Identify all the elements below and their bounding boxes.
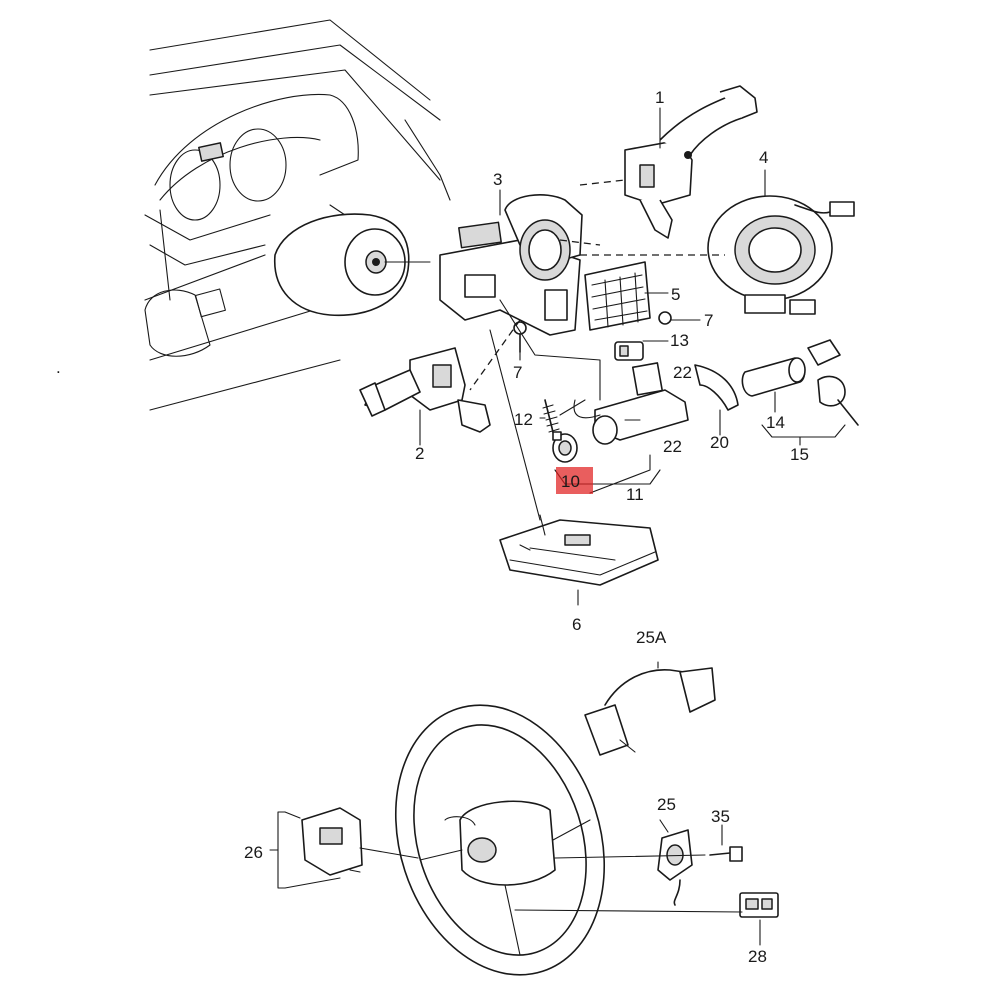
- label-15: 15: [790, 445, 809, 464]
- part-7-screw-b: [658, 311, 701, 325]
- part-35-screw: [709, 846, 743, 862]
- label-6: 6: [572, 615, 581, 634]
- label-1: 1: [655, 88, 664, 107]
- steering-wheel: [394, 704, 606, 976]
- label-13: 13: [670, 331, 689, 350]
- label-4: 4: [759, 148, 768, 167]
- part-25a-multifunction-buttons: [584, 667, 716, 756]
- part-1-wiper-switch: [624, 85, 758, 239]
- label-26: 26: [244, 843, 263, 862]
- steering-hub: [274, 213, 410, 317]
- part-15-keys: [807, 339, 859, 426]
- label-22-lower: 22: [663, 437, 682, 456]
- part-26-switch-panel: [301, 807, 363, 876]
- label-28: 28: [748, 947, 767, 966]
- label-7-right: 7: [704, 311, 713, 330]
- label-7-left: 7: [513, 363, 522, 382]
- part-7-screw-a: [513, 321, 527, 361]
- label-2: 2: [415, 444, 424, 463]
- label-25a: 25A: [636, 628, 667, 647]
- label-12: 12: [514, 410, 533, 429]
- stray-mark: .: [56, 358, 61, 377]
- part-13-connector: [614, 340, 669, 361]
- dashboard-outline: [144, 19, 451, 411]
- label-22-upper: 22: [673, 363, 692, 382]
- part-3-switch-housing: [439, 194, 583, 336]
- part-28-switch: [739, 892, 779, 918]
- part-20-bracket: [694, 364, 739, 436]
- part-25-button-module: [657, 829, 693, 906]
- label-10: 10: [561, 472, 580, 491]
- part-6-control-unit: [499, 514, 659, 606]
- label-5: 5: [671, 285, 680, 304]
- label-11: 11: [626, 485, 644, 504]
- label-25: 25: [657, 795, 676, 814]
- part-labels: 1 4 3 5 7 13 7 22 12 14 20 22 2 15 10 11…: [56, 88, 809, 966]
- part-5-module: [584, 261, 669, 331]
- label-20: 20: [710, 433, 729, 452]
- part-11-ignition-assembly: [573, 362, 689, 445]
- label-35: 35: [711, 807, 730, 826]
- leader-lines: [269, 107, 846, 946]
- part-14-lock-barrel: [741, 357, 806, 413]
- part-4-clock-spring: [707, 195, 855, 315]
- part-2-turn-signal-switch: [359, 347, 491, 441]
- part-10-lock-cylinder: [552, 431, 578, 463]
- label-3: 3: [493, 170, 502, 189]
- highlight-box-part-10: [556, 467, 593, 494]
- label-14: 14: [766, 413, 785, 432]
